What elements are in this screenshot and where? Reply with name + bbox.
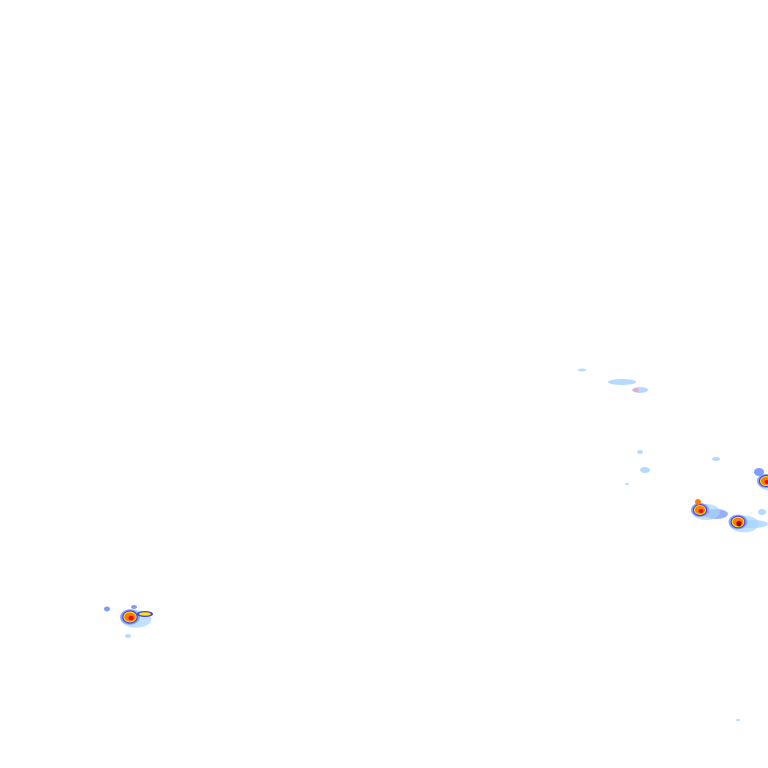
light-echo xyxy=(758,509,766,515)
storm-cell-a-intense xyxy=(698,509,704,513)
storm-cell-d-intense xyxy=(128,615,134,621)
light-echo xyxy=(736,719,740,721)
light-echo xyxy=(578,368,586,372)
storm-cell-d-top xyxy=(131,605,137,609)
light-echo xyxy=(625,483,629,485)
light-echo-pink xyxy=(633,388,639,392)
light-echo xyxy=(712,457,720,461)
light-echo xyxy=(104,606,110,612)
light-echo xyxy=(125,634,131,638)
light-echo xyxy=(608,379,636,385)
storm-cell-c-intense xyxy=(764,480,768,484)
storm-cell-b-core xyxy=(736,521,742,527)
light-echo xyxy=(640,467,650,473)
storm-cell-d-arm-core xyxy=(139,612,151,616)
light-echo xyxy=(637,450,643,454)
storm-cell-c-edge xyxy=(754,468,764,476)
storm-cell-a-top xyxy=(695,499,701,505)
